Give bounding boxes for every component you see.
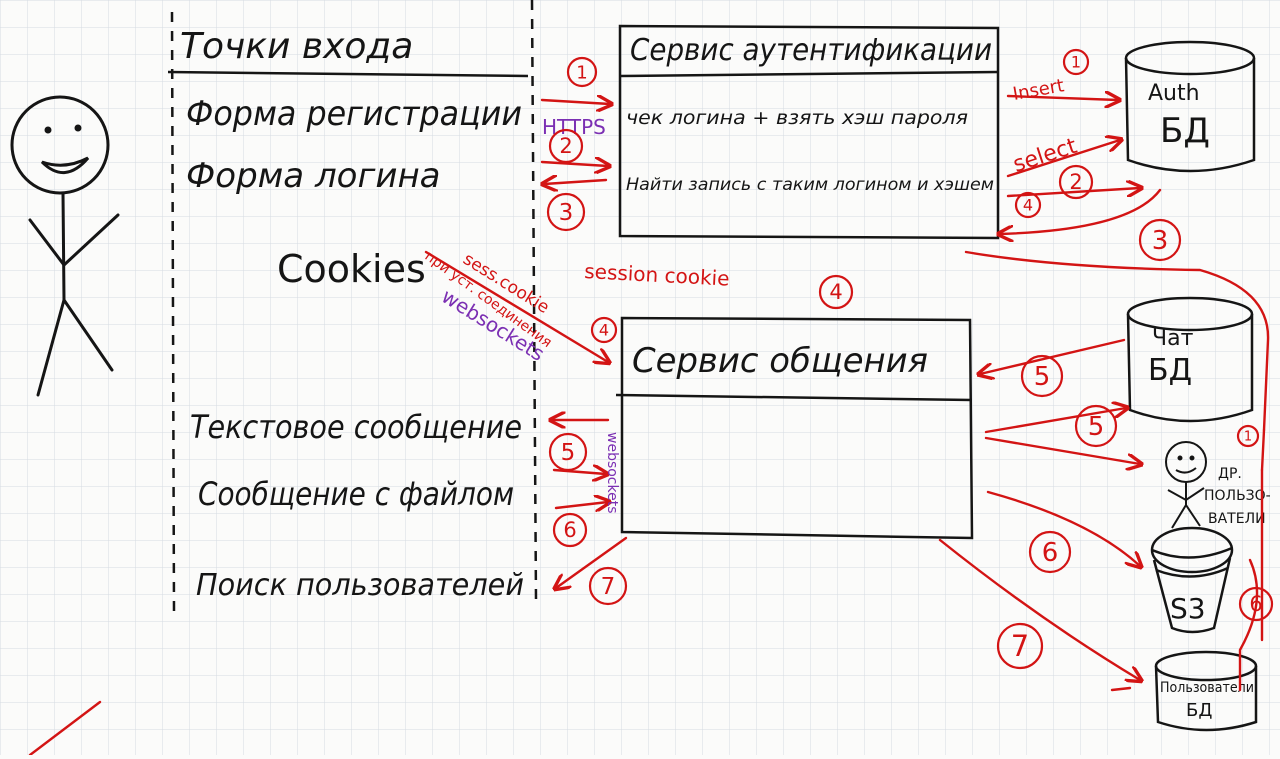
step-marker-number: 6 — [563, 518, 576, 542]
step-marker-circle — [590, 316, 618, 344]
step-marker-number: 1 — [1244, 430, 1252, 445]
step-marker-number: 4 — [599, 320, 609, 339]
auth-row-check-login: чек логина + взять хэш пароля — [626, 107, 968, 129]
step-marker-circle — [548, 432, 588, 472]
entry-header-divider — [167, 70, 529, 78]
entry-user-search: Поиск пользователей — [196, 568, 524, 603]
step-marker-number: 3 — [559, 200, 574, 226]
entry-registration-form: Форма регистрации — [186, 94, 522, 134]
step-marker-circle — [1020, 354, 1064, 398]
step-marker-circle — [818, 274, 854, 310]
entry-text-message: Текстовое сообщение — [190, 408, 522, 446]
users-db-label: Пользователи — [1160, 680, 1254, 696]
chat-db-label: Чат — [1152, 326, 1194, 351]
step-marker-number: 7 — [601, 574, 616, 600]
step-marker-circle — [1238, 586, 1274, 622]
step-marker-number: 6 — [1249, 592, 1262, 616]
step-marker-circle — [996, 622, 1044, 670]
chat-service-title: Сервис общения — [632, 341, 928, 381]
step-marker-circle — [1138, 218, 1182, 262]
step-marker-number: 5 — [561, 440, 576, 466]
step-marker-number: 5 — [1088, 412, 1105, 442]
chat-db-sublabel: БД — [1148, 353, 1192, 388]
entry-points-column — [170, 0, 538, 613]
step-marker-number: 1 — [1071, 52, 1081, 71]
step-marker-circle — [1014, 191, 1042, 219]
step-marker-circle — [588, 566, 628, 606]
step-marker-number: 1 — [576, 62, 587, 83]
other-users-label-1: ДР. — [1218, 466, 1242, 482]
step-marker-circle — [566, 56, 598, 88]
entry-cookies: Cookies — [277, 247, 426, 291]
auth-db-cylinder — [1124, 40, 1256, 173]
step-marker-circle — [546, 192, 586, 232]
step-marker-circle — [1236, 424, 1260, 448]
step-marker-circle — [1028, 530, 1072, 574]
auth-service-title: Сервис аутентификации — [630, 33, 992, 68]
chat-service-box — [615, 316, 974, 540]
step-marker-circle — [1074, 404, 1118, 448]
step-marker-number: 3 — [1152, 226, 1169, 256]
other-users-figure — [1165, 441, 1207, 529]
users-db-cylinder — [1154, 650, 1258, 732]
users-db-sublabel: БД — [1186, 700, 1212, 721]
step-marker-number: 4 — [1023, 195, 1033, 214]
user-stick-figure — [10, 95, 120, 397]
step-marker-number: 5 — [1034, 362, 1051, 392]
auth-row-find-record: Найти запись с таким логином и хэшем — [626, 175, 994, 195]
step-marker-circle — [552, 512, 588, 548]
step-marker-circle — [1058, 164, 1094, 200]
step-marker-number: 6 — [1042, 538, 1059, 568]
entry-points-header: Точки входа — [180, 26, 413, 67]
step-marker-circle — [1062, 48, 1090, 76]
step-marker-circle — [548, 128, 584, 164]
s3-label: S3 — [1170, 592, 1206, 625]
other-users-label-3: ВАТЕЛИ — [1208, 511, 1266, 527]
step-markers: 1 2 3 1 2 3 4 4 4 5 5 5 6 6 6 7 7 1 — [546, 48, 1274, 670]
step-marker-number: 4 — [829, 280, 842, 304]
other-users-label-2: ПОЛЬЗО- — [1204, 488, 1271, 504]
step-marker-number: 2 — [1069, 170, 1082, 194]
s3-bucket — [1150, 526, 1234, 634]
auth-db-label: Auth — [1148, 81, 1200, 106]
entry-file-message: Сообщение с файлом — [198, 475, 514, 513]
red-arrows — [28, 96, 1270, 757]
https-label: HTTPS — [542, 115, 606, 139]
websockets-vertical-label: websockets — [604, 432, 620, 514]
step-marker-number: 2 — [559, 134, 572, 158]
chat-db-cylinder — [1126, 296, 1254, 423]
entry-login-form: Форма логина — [186, 156, 441, 196]
auth-db-sublabel: БД — [1160, 111, 1210, 151]
step-marker-number: 7 — [1011, 629, 1029, 663]
